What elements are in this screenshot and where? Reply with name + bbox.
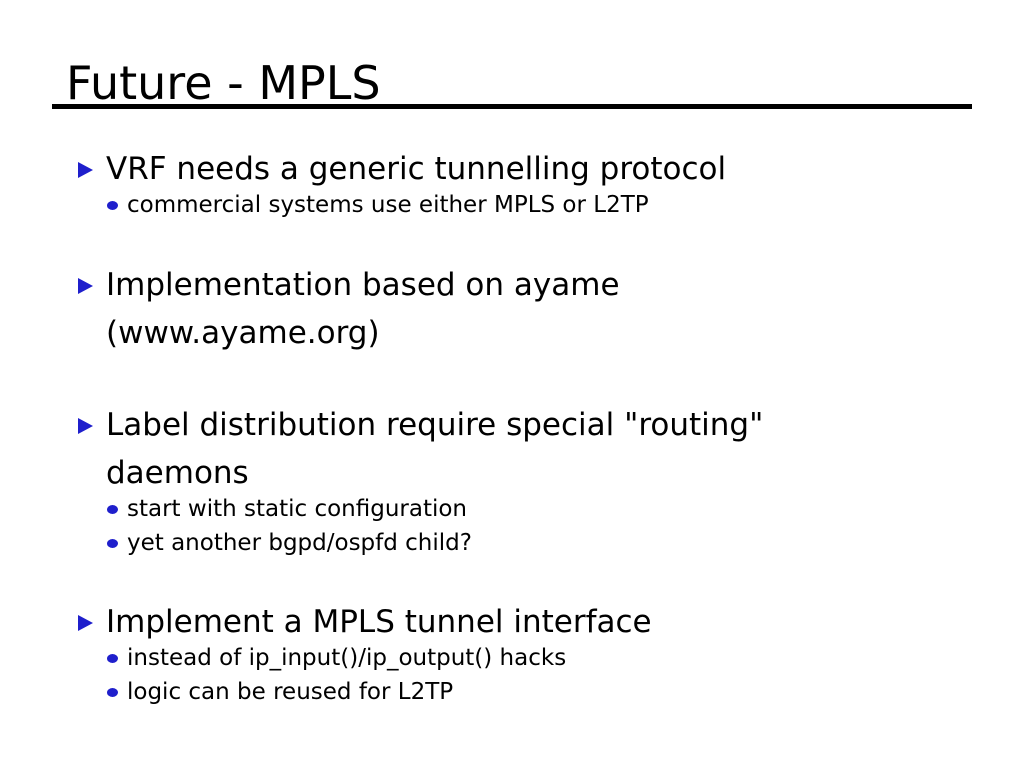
triangle-right-icon bbox=[78, 162, 93, 178]
bullet-item: Implement a MPLS tunnel interface instea… bbox=[0, 598, 1024, 709]
dot-icon bbox=[107, 201, 118, 210]
bullet-item: Label distribution require special "rout… bbox=[0, 401, 1024, 560]
bullet-item: Implementation based on ayame (www.ayame… bbox=[0, 261, 1024, 357]
bullet-main-text: Implement a MPLS tunnel interface bbox=[78, 598, 1024, 646]
title-underline bbox=[52, 104, 972, 109]
triangle-right-icon bbox=[78, 615, 93, 631]
bullet-line: daemons bbox=[106, 455, 249, 491]
bullet-line: Label distribution require special "rout… bbox=[106, 407, 764, 443]
dot-icon bbox=[107, 539, 118, 548]
dot-icon bbox=[107, 654, 118, 663]
dot-icon bbox=[107, 688, 118, 697]
sub-bullet-item: logic can be reused for L2TP bbox=[107, 675, 1024, 709]
slide-title: Future - MPLS bbox=[66, 56, 381, 110]
sub-bullet-item: yet another bgpd/ospfd child? bbox=[107, 526, 1024, 560]
sub-bullet-item: commercial systems use either MPLS or L2… bbox=[107, 188, 1024, 222]
bullet-main-text: Implementation based on ayame bbox=[78, 261, 1024, 309]
dot-icon bbox=[107, 505, 118, 514]
bullet-main-text-continued: (www.ayame.org) bbox=[106, 309, 1024, 357]
sub-bullet-text: logic can be reused for L2TP bbox=[127, 679, 454, 705]
sub-bullet-text: start with static configuration bbox=[127, 496, 468, 522]
sub-bullet-item: start with static configuration bbox=[107, 492, 1024, 526]
sub-bullet-item: instead of ip_input()/ip_output() hacks bbox=[107, 641, 1024, 675]
bullet-line: (www.ayame.org) bbox=[106, 315, 380, 351]
bullet-main-text: Label distribution require special "rout… bbox=[78, 401, 1024, 449]
sub-bullet-text: yet another bgpd/ospfd child? bbox=[127, 530, 472, 556]
sub-bullet-text: instead of ip_input()/ip_output() hacks bbox=[127, 645, 567, 671]
bullet-main-text-continued: daemons bbox=[106, 449, 1024, 497]
bullet-main-text: VRF needs a generic tunnelling protocol bbox=[78, 145, 1024, 193]
triangle-right-icon bbox=[78, 278, 93, 294]
bullet-item: VRF needs a generic tunnelling protocol … bbox=[0, 145, 1024, 222]
bullet-line: Implementation based on ayame bbox=[106, 267, 620, 303]
bullet-line: Implement a MPLS tunnel interface bbox=[106, 604, 652, 640]
bullet-line: VRF needs a generic tunnelling protocol bbox=[106, 151, 727, 187]
sub-bullet-text: commercial systems use either MPLS or L2… bbox=[127, 192, 649, 218]
triangle-right-icon bbox=[78, 418, 93, 434]
